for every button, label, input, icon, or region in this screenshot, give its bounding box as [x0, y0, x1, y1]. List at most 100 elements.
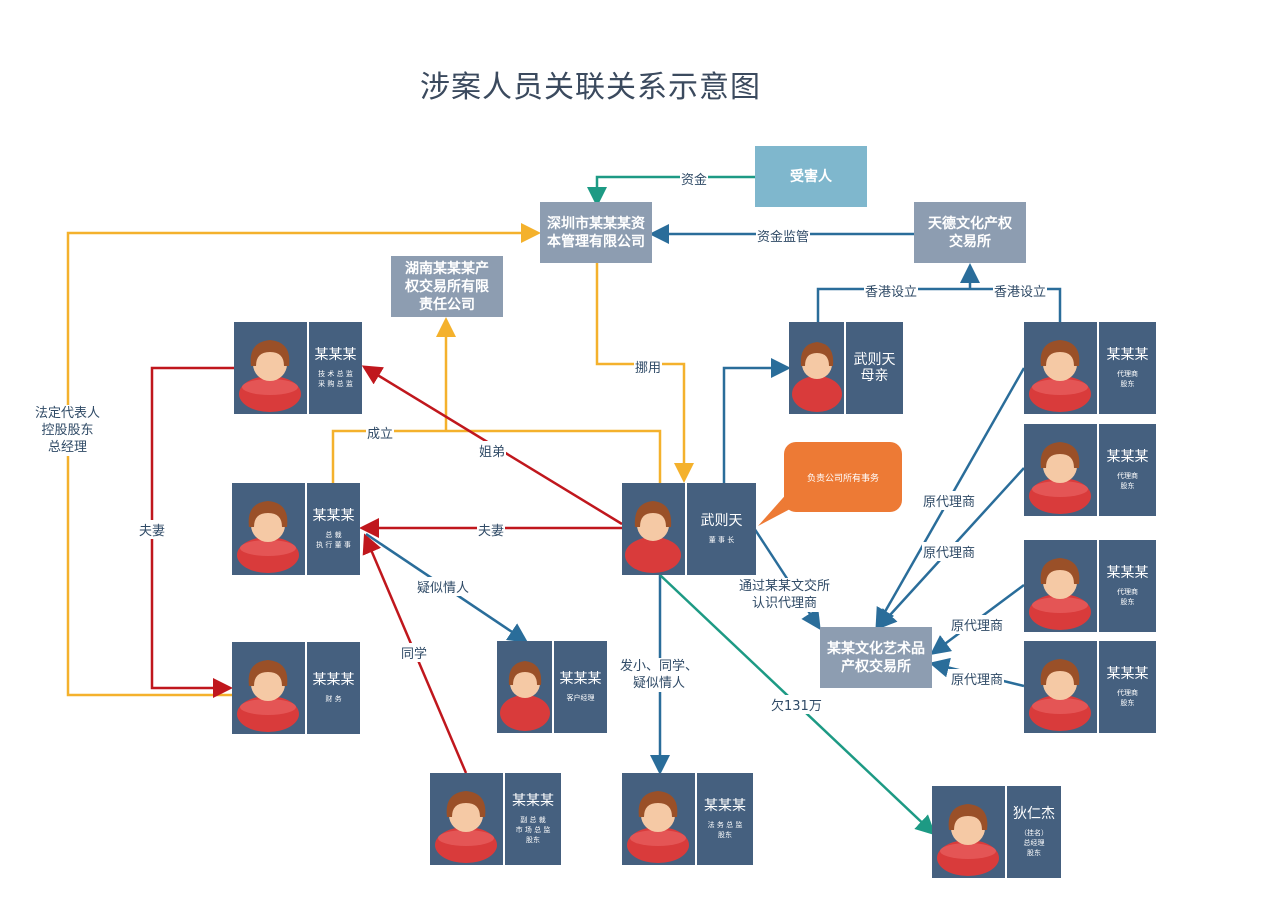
label-spouse-1: 夫妻 [477, 520, 506, 539]
person-name: 某某某 [314, 347, 357, 363]
person-name: 某某某 [559, 671, 602, 687]
person-agent2: 某某某代理商 股东 [1024, 424, 1156, 516]
victim-box: 受害人 [755, 146, 867, 207]
avatar [1024, 641, 1097, 733]
label-legal-rep: 法定代表人 控股股东 总经理 [34, 405, 102, 456]
person-avatar-icon [625, 501, 681, 573]
art-exchange-label: 某某文化艺术品产权交易所 [827, 640, 925, 675]
edge-hk-setup [816, 287, 1062, 322]
person-name: 武则天 [700, 513, 743, 529]
person-avatar-icon [1029, 558, 1091, 630]
art-exchange-box: 某某文化艺术品产权交易所 [820, 627, 932, 688]
label-former-agent-1: 原代理商 [922, 491, 977, 510]
person-name: 某某某 [512, 793, 554, 809]
person-role: 董 事 长 [708, 536, 735, 544]
avatar [497, 641, 552, 733]
label-misappropriate: 挪用 [634, 357, 663, 376]
edge-mother [722, 358, 791, 484]
shenzhen-company-box: 深圳市某某某资本管理有限公司 [540, 202, 652, 263]
person-p2: 某某某总 裁 执 行 董 事 [232, 483, 360, 575]
avatar [430, 773, 503, 865]
person-p5: 某某某副 总 裁 市 场 总 监 股东 [430, 773, 561, 865]
avatar [789, 322, 844, 414]
label-hk-setup-1: 香港设立 [864, 281, 919, 300]
label-hk-setup-2: 香港设立 [993, 281, 1048, 300]
person-avatar-icon [239, 340, 301, 412]
edge-fund [587, 175, 755, 207]
label-siblings: 姐弟 [478, 441, 507, 460]
person-agent1: 某某某代理商 股东 [1024, 322, 1156, 414]
person-agent3: 某某某代理商 股东 [1024, 540, 1156, 632]
label-owe: 欠131万 [770, 695, 823, 714]
shenzhen-company-label: 深圳市某某某资本管理有限公司 [547, 215, 645, 250]
person-p4: 某某某客户经理 [497, 641, 611, 733]
avatar [1024, 424, 1097, 516]
label-spouse-2: 夫妻 [138, 520, 167, 539]
person-p6: 某某某法 务 总 监 股东 [622, 773, 753, 865]
person-name: 某某某 [1106, 347, 1149, 363]
person-avatar-icon [792, 342, 842, 412]
person-role: 副 总 裁 市 场 总 监 股东 [515, 816, 551, 844]
person-name: 某某某 [312, 672, 355, 688]
person-avatar-icon [1029, 442, 1091, 514]
person-name: 武则天 母亲 [853, 352, 896, 384]
edge-establish [331, 429, 662, 484]
label-via-agent: 通过某某文交所 认识代理商 [738, 578, 832, 612]
edge-legal-rep [66, 223, 541, 697]
person-avatar-icon [627, 791, 689, 863]
person-role: 代理商 股东 [1117, 370, 1138, 388]
person-avatar-icon [1029, 659, 1091, 731]
label-classmate: 同学 [400, 643, 429, 662]
person-role: 代理商 股东 [1117, 588, 1138, 606]
person-avatar-icon [435, 791, 497, 863]
victim-label: 受害人 [790, 168, 832, 185]
label-former-agent-3: 原代理商 [950, 615, 1005, 634]
person-avatar-icon [1029, 340, 1091, 412]
tiande-exchange-label: 天德文化产权交易所 [928, 215, 1012, 250]
person-agent4: 某某某代理商 股东 [1024, 641, 1156, 733]
avatar [232, 483, 305, 575]
person-wzt: 武则天董 事 长 [622, 483, 756, 575]
person-role: 财 务 [325, 695, 342, 703]
person-p1: 某某某技 术 总 监 采 购 总 监 [234, 322, 362, 414]
avatar [234, 322, 307, 414]
person-mother: 武则天 母亲 [789, 322, 903, 414]
label-childhood: 发小、同学、 疑似情人 [619, 658, 700, 692]
avatar [1024, 540, 1097, 632]
person-role: 总 裁 执 行 董 事 [316, 531, 351, 549]
person-role: 客户经理 [566, 694, 595, 702]
diagram-title: 涉案人员关联关系示意图 [420, 70, 761, 105]
label-former-agent-4: 原代理商 [950, 669, 1005, 688]
person-role: 代理商 股东 [1117, 689, 1138, 707]
person-dirj: 狄仁杰 （挂名） 总经理 股东 [932, 786, 1061, 878]
label-establish: 成立 [366, 423, 395, 442]
callout-bubble: 负责公司所有事务 [784, 442, 902, 512]
person-name: 某某某 [1106, 449, 1149, 465]
hunan-exchange-box: 湖南某某某产权交易所有限责任公司 [391, 256, 503, 317]
person-role: 代理商 股东 [1117, 472, 1138, 490]
person-role: （挂名） 总经理 股东 [1020, 829, 1048, 857]
label-fund-supervision: 资金监管 [756, 226, 811, 245]
person-role: 技 术 总 监 采 购 总 监 [318, 370, 353, 388]
person-p3: 某某某财 务 [232, 642, 360, 734]
avatar [932, 786, 1005, 878]
person-avatar-icon [237, 501, 299, 573]
label-suspected-lover: 疑似情人 [416, 577, 471, 596]
person-name: 狄仁杰 [1013, 806, 1055, 822]
avatar [232, 642, 305, 734]
avatar [1024, 322, 1097, 414]
person-name: 某某某 [704, 798, 746, 814]
person-avatar-icon [937, 804, 999, 876]
person-name: 某某某 [1106, 666, 1149, 682]
callout-pointer [758, 490, 792, 526]
person-role: 法 务 总 监 股东 [707, 821, 743, 839]
label-former-agent-2: 原代理商 [922, 542, 977, 561]
hunan-exchange-label: 湖南某某某产权交易所有限责任公司 [405, 260, 489, 313]
person-name: 某某某 [1106, 565, 1149, 581]
avatar [622, 483, 685, 575]
avatar [622, 773, 695, 865]
person-name: 某某某 [312, 508, 355, 524]
person-avatar-icon [237, 660, 299, 732]
label-fund: 资金 [680, 169, 709, 188]
tiande-exchange-box: 天德文化产权交易所 [914, 202, 1026, 263]
